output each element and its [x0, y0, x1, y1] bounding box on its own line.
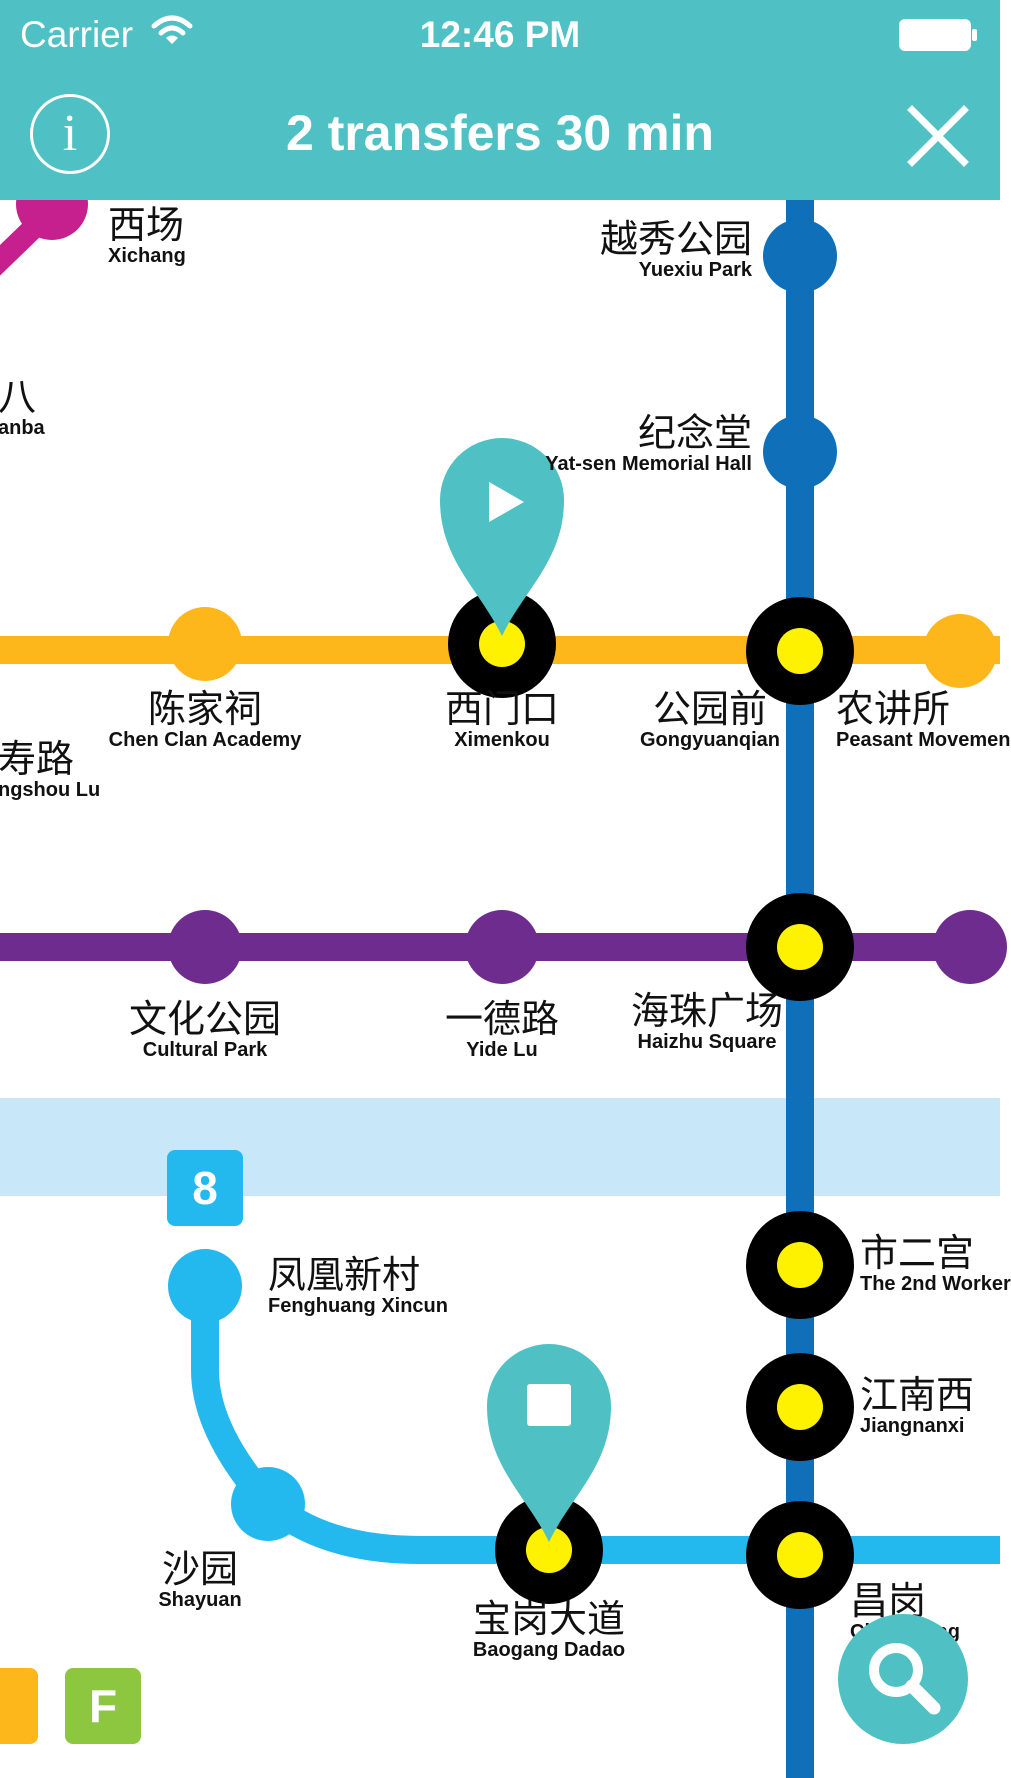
battery-icon: [898, 18, 978, 57]
close-icon: [907, 105, 969, 167]
line-8-badge[interactable]: 8: [167, 1150, 243, 1226]
info-button[interactable]: i: [30, 94, 110, 174]
station-dot-east: [933, 910, 1007, 984]
start-pin-icon: [440, 438, 564, 636]
line-1-badge-partial[interactable]: [0, 1668, 38, 1744]
wifi-icon: [151, 14, 193, 53]
river-band: [0, 1098, 1000, 1196]
status-time: 12:46 PM: [419, 14, 581, 55]
station-dot-chen-clan: [168, 607, 242, 681]
station-dot-cultural-park: [168, 910, 242, 984]
carrier-label: Carrier: [20, 14, 134, 55]
station-dot-shayuan: [231, 1467, 305, 1541]
search-button[interactable]: [838, 1614, 968, 1744]
station-dot-fenghuang: [168, 1249, 242, 1323]
line-f-badge[interactable]: F: [65, 1668, 141, 1744]
nav-bar: i 2 transfers 30 min: [0, 64, 1000, 200]
metro-lines-svg: [0, 168, 1007, 1778]
end-pin-icon: [487, 1344, 611, 1542]
station-dot-memorial: [763, 415, 837, 489]
route-stations: [448, 590, 854, 1609]
station-dot-peasant: [923, 614, 997, 688]
close-button[interactable]: [898, 96, 978, 176]
station-dot-yide-lu: [465, 910, 539, 984]
status-bar: Carrier 12:46 PM: [0, 0, 1000, 64]
header-bar: Carrier 12:46 PM i 2 transfers 30 min: [0, 0, 1000, 200]
search-icon: [869, 1643, 941, 1715]
route-summary-title: 2 transfers 30 min: [286, 105, 714, 161]
station-dot-yuexiu: [763, 219, 837, 293]
